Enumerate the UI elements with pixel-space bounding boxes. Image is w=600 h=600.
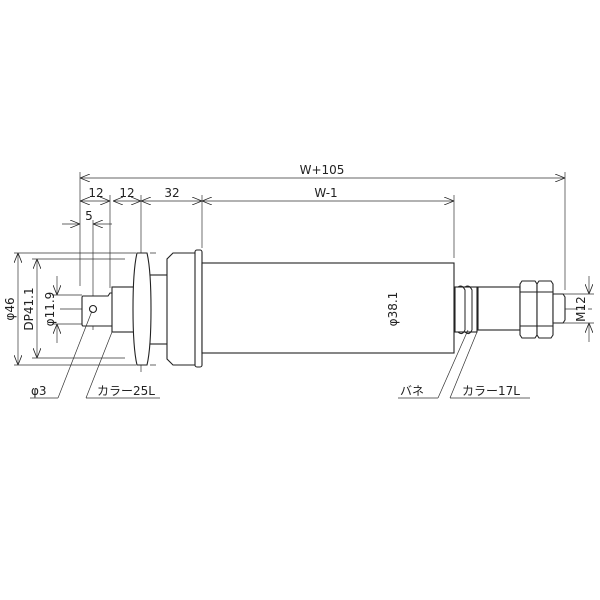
- pitch-diameter-label: DP41.1: [22, 287, 36, 330]
- pin-offset-label: 5: [85, 209, 93, 223]
- spring: [454, 285, 478, 335]
- collar-left-callout: カラー25L: [97, 384, 155, 398]
- head-length-label: 32: [164, 186, 179, 200]
- collar-25l: [111, 286, 136, 333]
- roller-body: [81, 249, 566, 368]
- hole-callout: φ3: [31, 384, 47, 398]
- flange-diameter-label: φ46: [3, 297, 17, 320]
- overall-length-label: W+105: [300, 163, 345, 177]
- leader-lines: [30, 310, 530, 399]
- collar-17l: [477, 286, 521, 331]
- hole: [88, 304, 98, 314]
- collar-length-1-label: 12: [88, 186, 103, 200]
- hex-nut-2: [536, 280, 554, 339]
- collar-right-callout: カラー17L: [462, 384, 520, 398]
- body-length-label: W-1: [314, 186, 337, 200]
- cylinder: [201, 262, 455, 354]
- pin-diameter-label: φ11.9: [43, 292, 57, 327]
- shaft-pin: [81, 292, 114, 327]
- thread-end: [552, 293, 566, 324]
- thread-label: M12: [574, 296, 588, 322]
- body-diameter-label: φ38.1: [386, 292, 400, 327]
- collar-length-2-label: 12: [119, 186, 134, 200]
- hex-nut-1: [519, 280, 538, 339]
- head-rim: [194, 249, 203, 368]
- spring-callout: バネ: [400, 384, 424, 398]
- flange: [132, 252, 152, 366]
- head: [166, 252, 197, 366]
